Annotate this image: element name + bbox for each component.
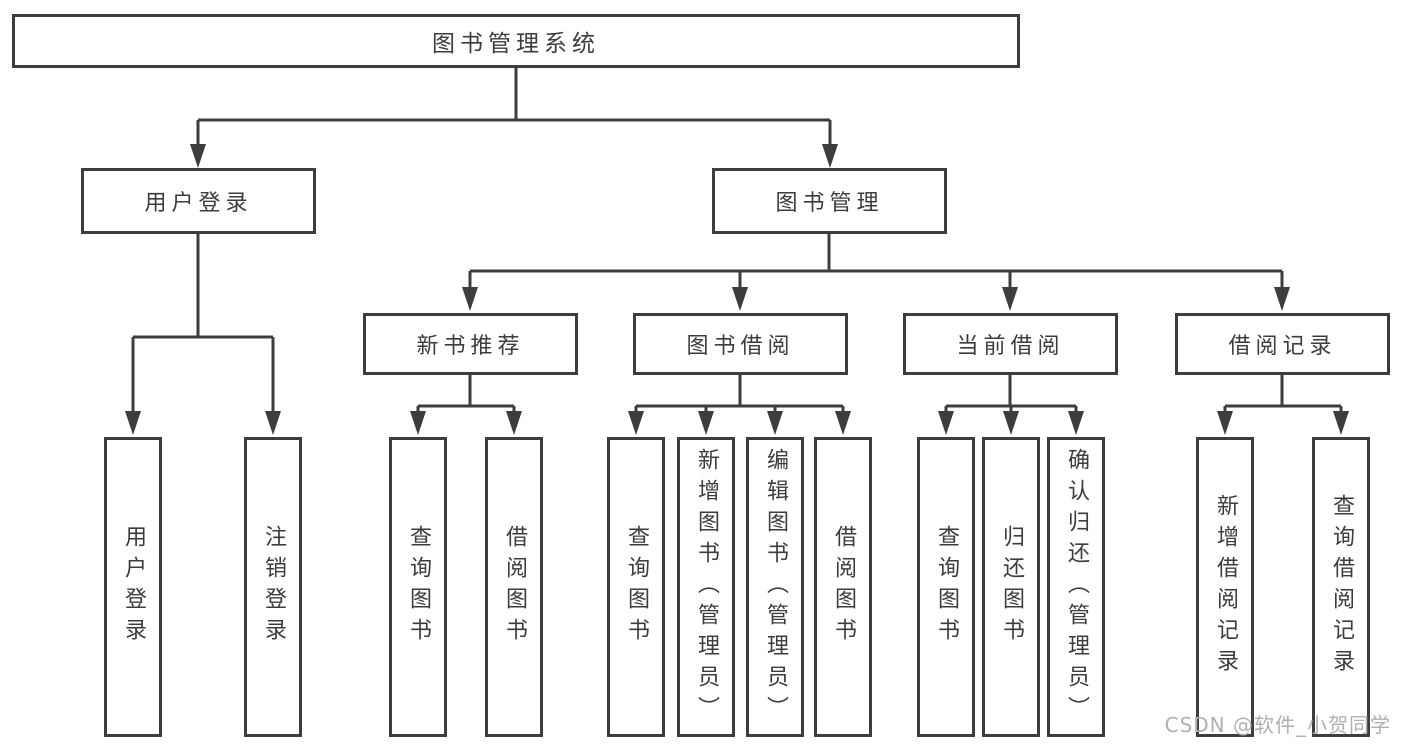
node-book-borrowing-label: 图书借阅: [686, 334, 795, 359]
leaf-add-borrow-record: 新增借阅记录: [1196, 437, 1254, 737]
leaf-query-books-current-label: 查询图书: [934, 525, 959, 649]
leaf-logout-login-label: 注销登录: [261, 525, 286, 649]
leaf-return-books: 归还图书: [982, 437, 1040, 737]
node-book-management-label: 图书管理: [775, 191, 884, 216]
leaf-query-books-recommend-label: 查询图书: [406, 525, 431, 649]
leaf-borrow-books-borrowing: 借阅图书: [814, 437, 872, 737]
leaf-user-login: 用户登录: [104, 437, 162, 737]
leaf-add-borrow-record-label: 新增借阅记录: [1213, 494, 1238, 680]
leaf-query-books-borrowing: 查询图书: [607, 437, 665, 737]
node-root: 图书管理系统: [12, 14, 1020, 68]
leaf-query-books-borrowing-label: 查询图书: [624, 525, 649, 649]
leaf-add-book-admin-label: 新增图书（管理员）: [694, 447, 719, 727]
watermark: CSDN @软件_小贺同学: [1164, 713, 1391, 737]
leaf-query-borrow-record: 查询借阅记录: [1312, 437, 1370, 737]
leaf-borrow-books-recommend-label: 借阅图书: [502, 525, 527, 649]
node-borrowing-records: 借阅记录: [1175, 313, 1390, 375]
node-user-login: 用户登录: [81, 168, 316, 234]
leaf-edit-book-admin: 编辑图书（管理员）: [746, 437, 804, 737]
leaf-edit-book-admin-label: 编辑图书（管理员）: [763, 447, 788, 727]
leaf-query-borrow-record-label: 查询借阅记录: [1329, 494, 1354, 680]
leaf-return-books-label: 归还图书: [999, 525, 1024, 649]
node-book-management: 图书管理: [712, 168, 947, 234]
leaf-query-books-current: 查询图书: [917, 437, 975, 737]
leaf-logout-login: 注销登录: [244, 437, 302, 737]
leaf-borrow-books-recommend: 借阅图书: [485, 437, 543, 737]
node-new-book-recommendation: 新书推荐: [363, 313, 578, 375]
node-current-borrowing: 当前借阅: [903, 313, 1118, 375]
node-book-borrowing: 图书借阅: [633, 313, 848, 375]
node-new-book-recommendation-label: 新书推荐: [416, 334, 525, 359]
leaf-confirm-return-admin-label: 确认归还（管理员）: [1064, 447, 1089, 727]
node-borrowing-records-label: 借阅记录: [1228, 334, 1337, 359]
leaf-add-book-admin: 新增图书（管理员）: [677, 437, 735, 737]
node-user-login-label: 用户登录: [144, 191, 253, 216]
leaf-confirm-return-admin: 确认归还（管理员）: [1047, 437, 1105, 737]
node-root-label: 图书管理系统: [432, 31, 600, 57]
leaf-borrow-books-borrowing-label: 借阅图书: [831, 525, 856, 649]
node-current-borrowing-label: 当前借阅: [956, 334, 1065, 359]
leaf-user-login-label: 用户登录: [121, 525, 146, 649]
leaf-query-books-recommend: 查询图书: [389, 437, 447, 737]
